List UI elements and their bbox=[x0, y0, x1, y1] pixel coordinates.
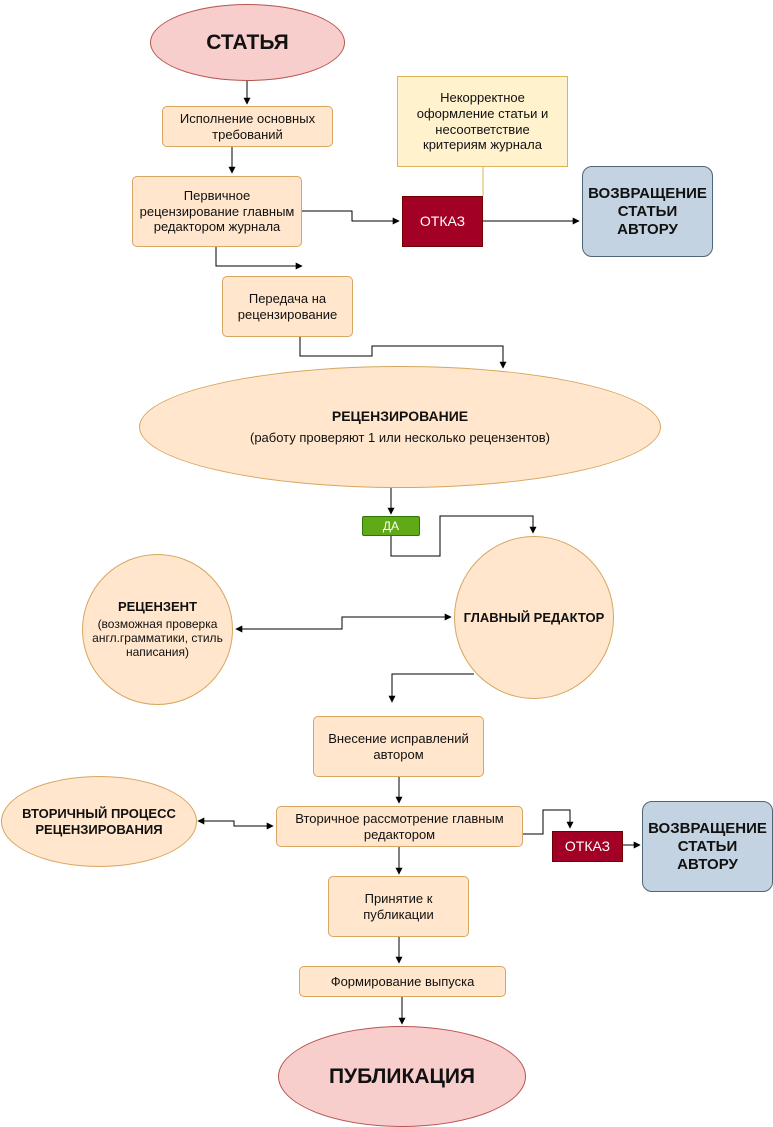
yes-label: ДА bbox=[382, 518, 400, 533]
initial-review-node: Первичное рецензирование главным редакто… bbox=[132, 176, 302, 247]
edge-initial-review-to-reject bbox=[301, 210, 400, 225]
reviewer-subtitle: (возможная проверка англ.грамматики, сти… bbox=[92, 616, 223, 660]
reject-node-2: ОТКАЗ bbox=[552, 831, 623, 862]
note-incorrect-label: Некорректное оформление статьи и несоотв… bbox=[416, 90, 549, 153]
corrections-label: Внесение исправлений автором bbox=[328, 730, 469, 762]
edge-secondary-review-to-reject bbox=[522, 809, 574, 835]
publication-label: ПУБЛИКАЦИЯ bbox=[328, 1064, 476, 1088]
reviewer-title: РЕЦЕНЗЕНТ bbox=[117, 599, 198, 615]
initial-review-label: Первичное рецензирование главным редакто… bbox=[139, 188, 295, 235]
edge-initial-review-to-transfer bbox=[215, 246, 303, 270]
acceptance-node: Принятие к публикации bbox=[328, 876, 469, 937]
reject-2-label: ОТКАЗ bbox=[564, 838, 611, 855]
secondary-review-label: Вторичное рассмотрение главным редакторо… bbox=[295, 810, 504, 842]
reject-node-1: ОТКАЗ bbox=[402, 196, 483, 247]
publication-node: ПУБЛИКАЦИЯ bbox=[278, 1026, 526, 1127]
issue-forming-label: Формирование выпуска bbox=[330, 973, 475, 989]
requirements-node: Исполнение основных требований bbox=[162, 106, 333, 147]
return-node-2: ВОЗВРАЩЕНИЕ СТАТЬИ АВТОРУ bbox=[642, 801, 773, 892]
secondary-review-node: Вторичное рассмотрение главным редакторо… bbox=[276, 806, 523, 847]
yes-label-node: ДА bbox=[362, 516, 420, 536]
secondary-process-node: ВТОРИЧНЫЙ ПРОЦЕСС РЕЦЕНЗИРОВАНИЯ bbox=[1, 776, 197, 867]
edge-chief-editor-to-corrections bbox=[388, 673, 474, 703]
acceptance-label: Принятие к публикации bbox=[363, 890, 434, 922]
review-subtitle: (работу проверяют 1 или несколько реценз… bbox=[250, 430, 550, 446]
start-label: СТАТЬЯ bbox=[206, 30, 289, 54]
return-1-label: ВОЗВРАЩЕНИЕ СТАТЬИ АВТОРУ bbox=[588, 184, 707, 238]
return-2-label: ВОЗВРАЩЕНИЕ СТАТЬИ АВТОРУ bbox=[648, 819, 767, 873]
edge-transfer-to-review bbox=[299, 336, 507, 369]
edge-note-callout bbox=[482, 165, 510, 196]
review-node: РЕЦЕНЗИРОВАНИЕ (работу проверяют 1 или н… bbox=[139, 366, 661, 488]
edge-secondary-process-secondary-review bbox=[197, 817, 274, 830]
transfer-label: Передача на рецензирование bbox=[237, 290, 338, 322]
secondary-process-label: ВТОРИЧНЫЙ ПРОЦЕСС РЕЦЕНЗИРОВАНИЯ bbox=[22, 805, 176, 837]
edge-yes-to-chief-editor bbox=[390, 515, 537, 557]
return-node-1: ВОЗВРАЩЕНИЕ СТАТЬИ АВТОРУ bbox=[582, 166, 713, 257]
reviewer-node: РЕЦЕНЗЕНТ (возможная проверка англ.грамм… bbox=[82, 554, 233, 705]
start-node: СТАТЬЯ bbox=[150, 4, 345, 81]
issue-forming-node: Формирование выпуска bbox=[299, 966, 506, 997]
note-incorrect: Некорректное оформление статьи и несоотв… bbox=[397, 76, 568, 167]
reject-1-label: ОТКАЗ bbox=[419, 213, 466, 230]
transfer-node: Передача на рецензирование bbox=[222, 276, 353, 337]
review-title: РЕЦЕНЗИРОВАНИЕ bbox=[331, 408, 469, 425]
requirements-label: Исполнение основных требований bbox=[179, 110, 316, 142]
chief-editor-label: ГЛАВНЫЙ РЕДАКТОР bbox=[463, 609, 605, 625]
chief-editor-node: ГЛАВНЫЙ РЕДАКТОР bbox=[454, 536, 614, 699]
corrections-node: Внесение исправлений автором bbox=[313, 716, 484, 777]
edge-reviewer-chief-editor bbox=[235, 613, 452, 633]
